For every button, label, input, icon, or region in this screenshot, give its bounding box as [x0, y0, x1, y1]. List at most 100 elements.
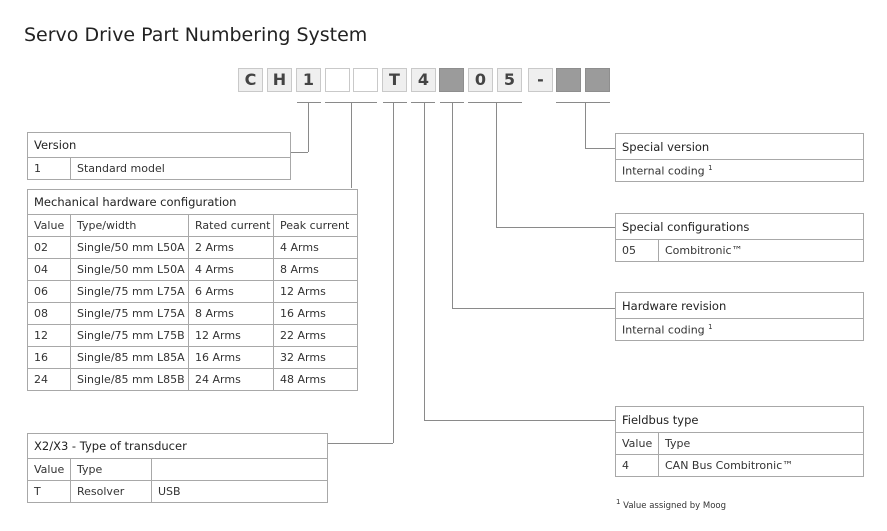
- table-cell: 02: [27, 236, 71, 259]
- special-version-value: Internal coding 1: [615, 159, 864, 182]
- connector-line: [424, 420, 616, 421]
- code-box: 1: [296, 68, 321, 92]
- table-cell: 16 Arms: [188, 346, 274, 369]
- table-header-row: Value Type: [615, 432, 864, 455]
- code-box: [556, 68, 581, 92]
- column-header: Value: [615, 432, 659, 455]
- code-box: [325, 68, 350, 92]
- table-row: Internal coding 1: [615, 318, 864, 341]
- version-table: Version 1 Standard model: [27, 132, 291, 180]
- table-cell: Single/75 mm L75A: [70, 280, 189, 303]
- code-box: 0: [468, 68, 493, 92]
- code-underline: [468, 102, 522, 103]
- connector-line: [496, 227, 616, 228]
- table-cell: 8 Arms: [273, 258, 358, 281]
- code-underline: [383, 102, 407, 103]
- mechanical-table-title: Mechanical hardware configuration: [27, 189, 358, 215]
- table-header-row: Value Type/width Rated current Peak curr…: [27, 214, 358, 237]
- column-header: Peak current: [273, 214, 358, 237]
- table-cell: Single/50 mm L50A: [70, 258, 189, 281]
- transducer-table-title: X2/X3 - Type of transducer: [27, 433, 328, 459]
- code-box: [585, 68, 610, 92]
- column-header: [151, 458, 328, 481]
- table-cell: 12 Arms: [188, 324, 274, 347]
- mechanical-config-table: Mechanical hardware configuration Value …: [27, 189, 358, 391]
- table-cell: 4 Arms: [188, 258, 274, 281]
- table-cell: 04: [27, 258, 71, 281]
- table-cell: 24 Arms: [188, 368, 274, 391]
- code-underline: [411, 102, 435, 103]
- code-box: [353, 68, 378, 92]
- fieldbus-type: CAN Bus Combitronic™: [658, 454, 864, 477]
- transducer-type: Resolver: [70, 480, 152, 503]
- fieldbus-table-title: Fieldbus type: [615, 406, 864, 433]
- table-cell: 22 Arms: [273, 324, 358, 347]
- code-box: H: [267, 68, 292, 92]
- transducer-table: X2/X3 - Type of transducer Value Type T …: [27, 433, 328, 503]
- table-cell: 24: [27, 368, 71, 391]
- connector-line: [308, 102, 309, 152]
- table-cell: 6 Arms: [188, 280, 274, 303]
- code-box: -: [528, 68, 553, 92]
- table-cell: 08: [27, 302, 71, 325]
- code-box: 4: [411, 68, 436, 92]
- table-row: Internal coding 1: [615, 159, 864, 182]
- hardware-revision-value: Internal coding 1: [615, 318, 864, 341]
- fieldbus-table: Fieldbus type Value Type 4 CAN Bus Combi…: [615, 406, 864, 477]
- table-cell: 4 Arms: [273, 236, 358, 259]
- table-cell: 12 Arms: [273, 280, 358, 303]
- connector-line: [452, 308, 616, 309]
- version-value: 1: [27, 157, 71, 180]
- table-cell: 06: [27, 280, 71, 303]
- special-version-table: Special version Internal coding 1: [615, 133, 864, 182]
- table-header-row: Value Type: [27, 458, 328, 481]
- footnote-mark: 1: [708, 322, 713, 331]
- table-cell: 8 Arms: [188, 302, 274, 325]
- code-box: T: [382, 68, 407, 92]
- connector-line: [290, 152, 308, 153]
- table-cell: Single/85 mm L85B: [70, 368, 189, 391]
- hardware-revision-title: Hardware revision: [615, 292, 864, 319]
- transducer-value: T: [27, 480, 71, 503]
- special-config-title: Special configurations: [615, 213, 864, 240]
- page-title: Servo Drive Part Numbering System: [24, 24, 368, 46]
- table-cell: 32 Arms: [273, 346, 358, 369]
- connector-line: [585, 102, 586, 148]
- connector-line: [424, 102, 425, 420]
- table-row: 1 Standard model: [27, 157, 291, 180]
- connector-line: [496, 102, 497, 227]
- table-cell: 12: [27, 324, 71, 347]
- table-cell: 16: [27, 346, 71, 369]
- special-version-title: Special version: [615, 133, 864, 160]
- table-row: 4 CAN Bus Combitronic™: [615, 454, 864, 477]
- connector-line: [452, 102, 453, 308]
- connector-line: [351, 102, 352, 188]
- column-header: Type: [70, 458, 152, 481]
- fieldbus-value: 4: [615, 454, 659, 477]
- connector-line: [585, 148, 616, 149]
- transducer-extra: USB: [151, 480, 328, 503]
- column-header: Type/width: [70, 214, 189, 237]
- code-underline: [556, 102, 610, 103]
- connector-line: [327, 443, 393, 444]
- table-cell: 2 Arms: [188, 236, 274, 259]
- code-box: 5: [497, 68, 522, 92]
- hardware-revision-table: Hardware revision Internal coding 1: [615, 292, 864, 341]
- code-underline: [297, 102, 321, 103]
- table-row: T Resolver USB: [27, 480, 328, 503]
- column-header: Type: [658, 432, 864, 455]
- special-config-table: Special configurations 05 Combitronic™: [615, 213, 864, 262]
- column-header: Value: [27, 458, 71, 481]
- code-box: C: [238, 68, 263, 92]
- footnote-mark: 1: [708, 163, 713, 172]
- special-config-type: Combitronic™: [658, 239, 864, 262]
- column-header: Value: [27, 214, 71, 237]
- code-box: [439, 68, 464, 92]
